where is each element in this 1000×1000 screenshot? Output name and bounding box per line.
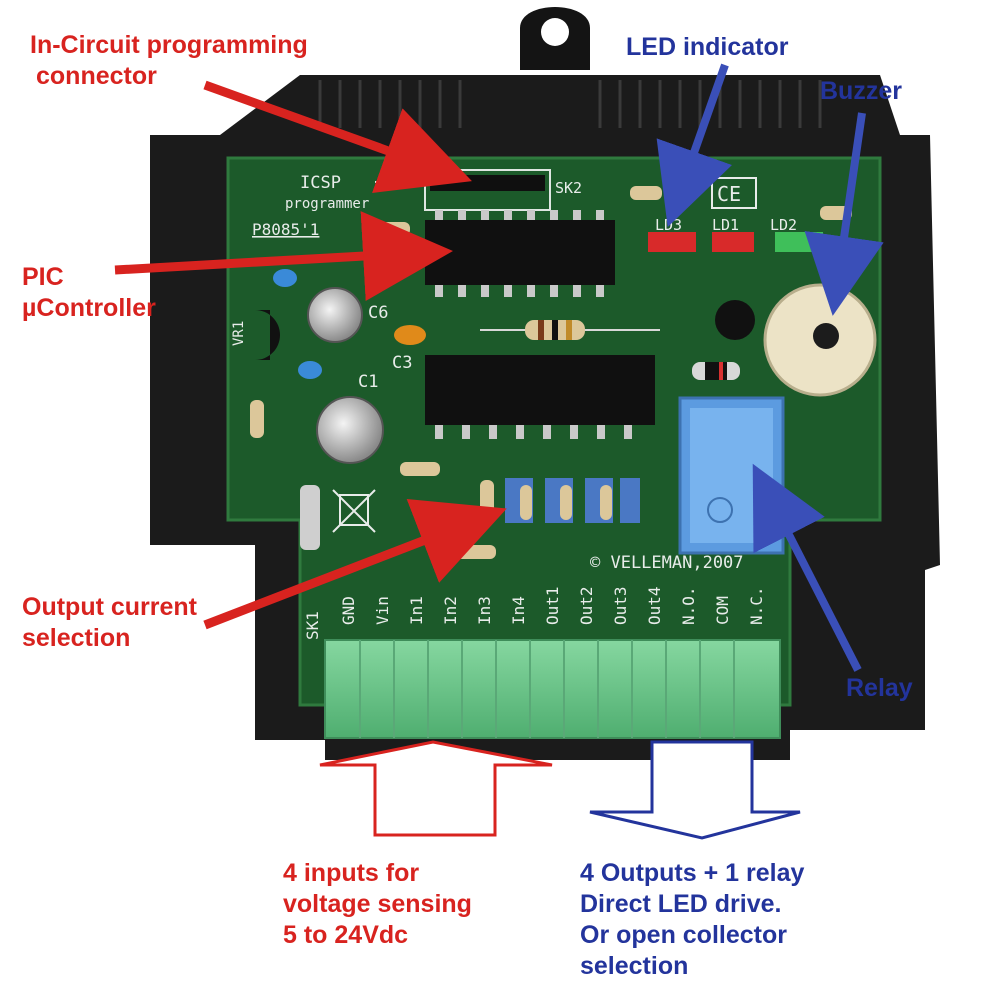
svg-text:C6: C6	[368, 303, 388, 323]
capacitor-c3: C3	[392, 325, 426, 373]
output-block-arrow	[589, 740, 801, 840]
icsp-arrow	[203, 80, 472, 193]
terminal-label-in4: In4	[509, 596, 528, 625]
terminal-label-in1: In1	[407, 596, 426, 625]
pic-arrow	[114, 211, 453, 301]
programmer-silk-label: programmer	[285, 196, 369, 212]
outputs-callout: 4 Outputs + 1 relay Direct LED drive. Or…	[580, 859, 805, 980]
buzzer	[763, 283, 877, 397]
buzzer-callout: Buzzer	[820, 77, 902, 105]
svg-text:CE: CE	[717, 182, 741, 206]
terminal-label-vin: Vin	[373, 596, 392, 625]
part-number-label: P8085'1	[252, 220, 319, 239]
voltage-regulator: VR1	[231, 310, 280, 360]
terminal-label-out4: Out4	[645, 586, 664, 625]
terminal-label-in3: In3	[475, 596, 494, 625]
svg-text:LD2: LD2	[770, 216, 797, 234]
capacitor-large	[316, 396, 384, 464]
svg-text:LD1: LD1	[712, 216, 739, 234]
sk1-label: SK1	[303, 611, 322, 640]
led-indicator-callout: LED indicator	[626, 33, 789, 61]
icsp-silk-label: ICSP	[300, 173, 341, 193]
resistor	[480, 320, 660, 340]
output-current-jumpers	[480, 478, 640, 523]
terminal-labels: SK1 GND Vin In1 In2 In3 In4 Out1 Out2 Ou…	[303, 586, 766, 640]
relay-arrow	[752, 463, 862, 672]
led-indicators: LD3 LD1 LD2	[648, 216, 823, 252]
terminal-label-gnd: GND	[339, 596, 358, 625]
relay-callout: Relay	[846, 674, 913, 702]
terminal-label-no: N.O.	[679, 586, 698, 625]
terminal-label-in2: In2	[441, 596, 460, 625]
output-current-callout: Output current selection	[22, 593, 197, 652]
terminal-label-out1: Out1	[543, 586, 562, 625]
weee-symbol	[332, 489, 376, 533]
terminal-label-nc: N.C.	[747, 586, 766, 625]
diode	[692, 362, 740, 380]
transistor	[715, 300, 755, 340]
copyright-label: © VELLEMAN,2007	[590, 553, 744, 573]
sk2-silk-label: SK2	[555, 179, 582, 197]
led-arrow	[656, 63, 733, 228]
terminal-label-out3: Out3	[611, 586, 630, 625]
svg-text:VR1: VR1	[231, 321, 247, 346]
svg-text:C3: C3	[392, 353, 412, 373]
svg-text:C1: C1	[358, 372, 378, 392]
capacitor-c6: C6	[307, 287, 388, 343]
svg-text:LD3: LD3	[655, 216, 682, 234]
relay	[678, 396, 785, 555]
terminal-label-com: COM	[713, 596, 732, 625]
inputs-callout: 4 inputs for voltage sensing 5 to 24Vdc	[283, 859, 472, 949]
terminal-label-out2: Out2	[577, 586, 596, 625]
icsp-callout: In-Circuit programming connector	[30, 31, 308, 90]
pic-microcontroller-chip	[425, 210, 615, 297]
buzzer-arrow	[804, 112, 884, 316]
annotation-arrows	[114, 63, 884, 672]
terminal-block	[324, 639, 781, 739]
input-block-arrow	[319, 740, 553, 837]
small-cap	[273, 269, 297, 287]
driver-ic	[425, 355, 655, 439]
pic-callout: PIC µController	[22, 263, 156, 322]
capacitor-c1: C1	[298, 361, 378, 392]
tp-label: TP	[385, 267, 401, 282]
output-current-arrow	[203, 498, 507, 630]
enclosure-ribs	[318, 80, 822, 128]
